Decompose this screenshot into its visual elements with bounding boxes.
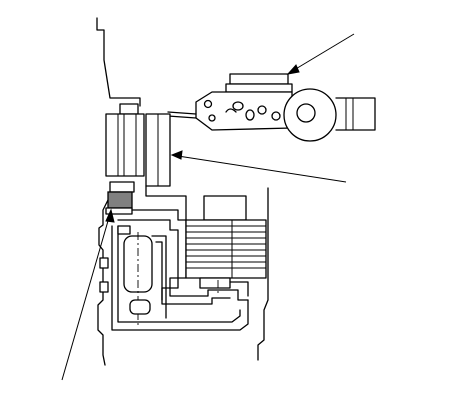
leader-lines (61, 33, 355, 381)
arrowhead-bottom (105, 208, 115, 223)
leader-line-bottom (61, 213, 111, 381)
lower-valve-body (99, 209, 249, 331)
leader-line-right (177, 155, 347, 183)
housing-outline (96, 17, 269, 366)
highlighted-part (105, 181, 135, 215)
leader-line-top (293, 33, 355, 71)
arrowhead-right (170, 150, 183, 160)
arrowhead-top (286, 64, 300, 75)
upper-left-block (105, 103, 187, 221)
plate-stack (185, 195, 267, 297)
upper-rod-assembly (167, 73, 376, 142)
